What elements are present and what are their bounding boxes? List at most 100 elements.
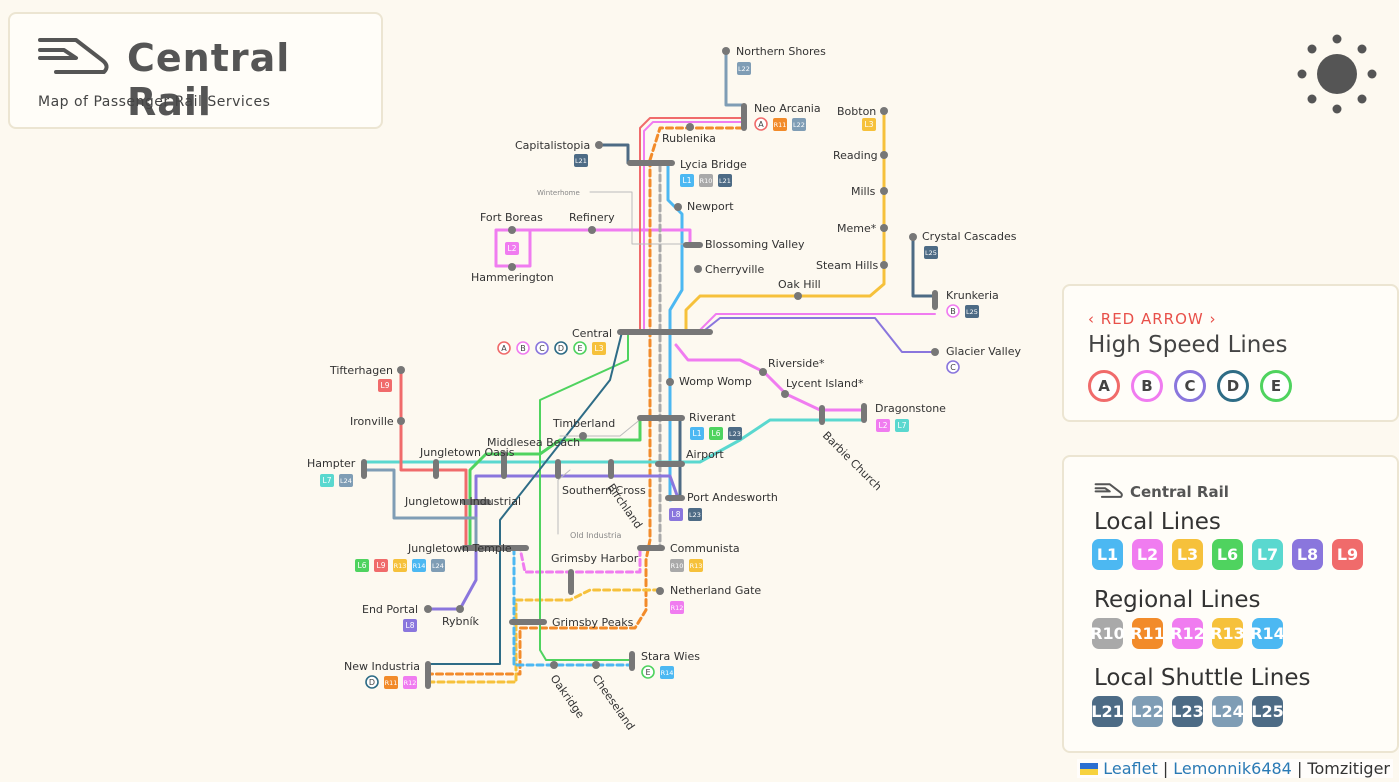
badge-l24 — [339, 474, 353, 487]
station-blossoming-valley: Blossoming Valley — [705, 238, 805, 251]
badge-l2 — [876, 419, 890, 432]
line-c — [699, 317, 936, 353]
badge-l24 — [431, 559, 445, 572]
badge-l21 — [718, 174, 732, 187]
badge-label: R10 — [671, 562, 684, 570]
station-cherryville: Cherryville — [705, 263, 764, 276]
badge-label: L8 — [672, 510, 681, 519]
local-lines-title: Local Lines — [1094, 509, 1221, 535]
badge-label: C — [539, 344, 545, 353]
badge-label: L22 — [738, 65, 750, 73]
line-chip-l22[interactable]: L22 — [1131, 696, 1164, 727]
badge-label: R13 — [394, 562, 407, 570]
badge-l3 — [592, 342, 606, 355]
badge-e — [573, 341, 587, 355]
station-rybnik: Rybník — [442, 615, 480, 628]
badge-label: L2 — [508, 244, 517, 253]
station-tifterhagen: Tifterhagen — [329, 364, 393, 377]
badge-l2 — [505, 242, 519, 255]
theme-toggle-button[interactable] — [1294, 32, 1380, 118]
station-stara-wies: Stara Wies — [641, 650, 700, 663]
badge-r11 — [773, 118, 787, 131]
badge-d — [365, 675, 379, 689]
station-dragonstone: Dragonstone — [875, 402, 946, 415]
line-r14 — [512, 546, 634, 667]
badge-b — [516, 341, 530, 355]
station-communista: Communista — [670, 542, 740, 555]
author2-text: Tomzitiger — [1307, 759, 1390, 778]
line-chip-l25[interactable]: L25 — [1251, 696, 1284, 727]
line-chip-l21[interactable]: L21 — [1091, 696, 1124, 727]
badge-r12 — [670, 601, 684, 614]
badge-label: C — [950, 363, 956, 372]
station-oak-hill: Oak Hill — [778, 278, 821, 291]
badge-label: L23 — [689, 511, 701, 519]
line-e — [539, 331, 633, 661]
badge-l1 — [690, 427, 704, 440]
station-cheeseland: Cheeseland — [590, 672, 638, 732]
line-chip-l8[interactable]: L8 — [1292, 539, 1323, 570]
line-chip-r12[interactable]: R12 — [1170, 618, 1205, 649]
line-d — [427, 331, 623, 665]
badge-label: L1 — [693, 429, 702, 438]
badge-label: R11 — [385, 679, 398, 687]
line-chip-r14[interactable]: R14 — [1250, 618, 1285, 649]
line-chip-l3[interactable]: L3 — [1172, 539, 1203, 570]
badge-c — [535, 341, 549, 355]
platforms — [361, 103, 938, 689]
station-riverant: Riverant — [689, 411, 736, 424]
station-ironville: Ironville — [350, 415, 394, 428]
station-rublenika: Rublenika — [662, 132, 716, 145]
station-jungletown-industrial: Jungletown Industrial — [404, 495, 521, 508]
station-airport: Airport — [686, 448, 724, 461]
badge-label: R13 — [690, 562, 703, 570]
line-chip-l23[interactable]: L23 — [1171, 696, 1204, 727]
badge-label: A — [501, 344, 507, 353]
line-l21 — [597, 143, 630, 165]
station-bobton: Bobton — [837, 105, 876, 118]
regional-lines-title: Regional Lines — [1094, 587, 1261, 613]
ukraine-flag-icon — [1080, 763, 1099, 775]
local-lines-chips: L1 L2 L3 L6 L7 L8 L9 — [1092, 539, 1363, 570]
badge-l8 — [403, 619, 417, 632]
badge-r11 — [384, 676, 398, 689]
winterhome-connector — [589, 191, 691, 245]
badge-label: L24 — [432, 562, 444, 570]
station-newport: Newport — [687, 200, 734, 213]
badge-r13 — [689, 559, 703, 572]
station-grimsby-harbor: Grimsby Harbor — [551, 552, 639, 565]
line-chip-c[interactable]: C — [1174, 370, 1206, 402]
line-chip-l7[interactable]: L7 — [1252, 539, 1283, 570]
station-steam-hills: Steam Hills — [816, 259, 878, 272]
line-chip-r13[interactable]: R13 — [1210, 618, 1245, 649]
line-chip-e[interactable]: E — [1260, 370, 1292, 402]
line-chip-a[interactable]: A — [1088, 370, 1120, 402]
station-grimsby-peaks: Grimsby Peaks — [552, 616, 634, 629]
line-chip-r10[interactable]: R10 — [1090, 618, 1125, 649]
line-chip-r11[interactable]: R11 — [1130, 618, 1165, 649]
line-chip-l2[interactable]: L2 — [1132, 539, 1163, 570]
station-southern-cross: Southern Cross — [562, 484, 646, 497]
leaflet-link[interactable]: Leaflet — [1103, 759, 1158, 778]
line-a — [639, 117, 745, 333]
line-chip-l6[interactable]: L6 — [1212, 539, 1243, 570]
line-chip-b[interactable]: B — [1131, 370, 1163, 402]
badge-l23 — [728, 427, 742, 440]
line-chip-l1[interactable]: L1 — [1092, 539, 1123, 570]
line-chip-d[interactable]: D — [1217, 370, 1249, 402]
station-new-industria: New Industria — [344, 660, 420, 673]
station-reading: Reading — [833, 149, 878, 162]
line-chip-l24[interactable]: L24 — [1211, 696, 1244, 727]
badge-label: R11 — [774, 121, 787, 129]
station-crystal-cascades: Crystal Cascades — [922, 230, 1017, 243]
badge-d — [554, 341, 568, 355]
author-link[interactable]: Lemonnik6484 — [1173, 759, 1292, 778]
line-chip-l9[interactable]: L9 — [1332, 539, 1363, 570]
station-glacier-valley: Glacier Valley — [946, 345, 1022, 358]
badge-r12 — [403, 676, 417, 689]
